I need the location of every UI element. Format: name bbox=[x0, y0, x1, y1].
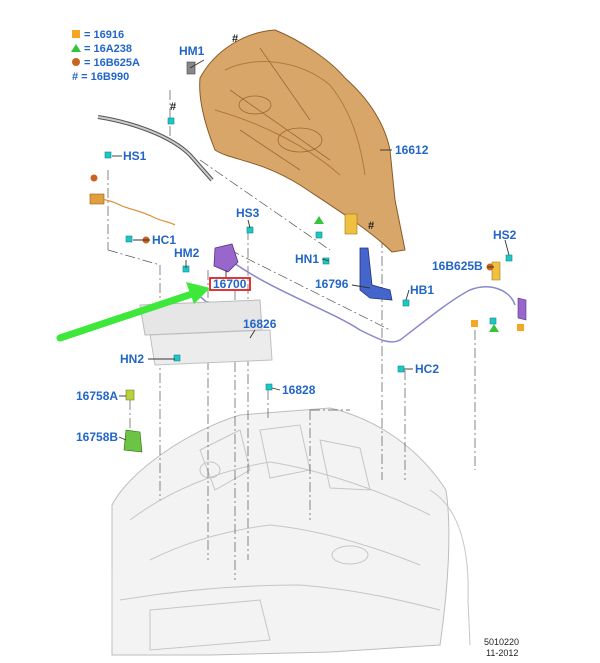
clip-icon bbox=[265, 383, 273, 391]
square-marker-icon bbox=[517, 324, 524, 331]
legend-circle-icon bbox=[72, 58, 80, 66]
pointer-arrow bbox=[56, 282, 210, 342]
svg-text:#: # bbox=[368, 220, 374, 232]
legend-item-16B625A: = 16B625A bbox=[84, 57, 140, 69]
arrow-shaft bbox=[56, 288, 202, 342]
part-labels: HM1 16612 HS1 HC1 HS3 HM2 16700 16826 HN… bbox=[76, 44, 517, 444]
legend-square-icon bbox=[72, 30, 80, 38]
triangle-marker-icon bbox=[314, 216, 324, 224]
legend-triangle-icon bbox=[71, 44, 81, 52]
label-hm1: HM1 bbox=[179, 44, 205, 58]
clip-icon bbox=[402, 299, 410, 307]
svg-text:#: # bbox=[170, 101, 176, 113]
legend-item-16916: = 16916 bbox=[84, 29, 124, 41]
label-hs3: HS3 bbox=[236, 206, 260, 220]
clip-icon bbox=[167, 117, 175, 125]
svg-text:#: # bbox=[232, 33, 238, 45]
label-hs1: HS1 bbox=[123, 149, 147, 163]
legend-item-16A238: = 16A238 bbox=[84, 43, 132, 55]
label-hb1: HB1 bbox=[410, 283, 434, 297]
clip-icon bbox=[125, 235, 133, 243]
arrow-head-icon bbox=[186, 282, 210, 304]
label-16828: 16828 bbox=[282, 383, 316, 397]
label-16758a: 16758A bbox=[76, 389, 118, 403]
clip-icon bbox=[489, 317, 497, 325]
label-16700: 16700 bbox=[213, 277, 247, 291]
callout-leaders bbox=[112, 59, 510, 441]
label-hm2: HM2 bbox=[174, 246, 200, 260]
legend: = 16916 = 16A238 = 16B625A # = 16B990 bbox=[71, 29, 140, 83]
hood-panel bbox=[199, 29, 406, 253]
clip-icon bbox=[104, 151, 112, 159]
label-hs2: HS2 bbox=[493, 228, 517, 242]
label-hn1: HN1 bbox=[295, 252, 319, 266]
vehicle-body-shape bbox=[111, 407, 450, 656]
vehicle-front-illustration bbox=[111, 407, 471, 656]
release-handle bbox=[491, 261, 501, 281]
diagram-code: 5010220 bbox=[484, 637, 519, 647]
hood-seal-strip bbox=[97, 115, 214, 182]
highlight-box bbox=[209, 277, 251, 291]
triangle-marker-icon bbox=[489, 324, 499, 332]
clip-icon bbox=[315, 231, 323, 239]
legend-item-16B990: # = 16B990 bbox=[72, 71, 129, 83]
clip-icon bbox=[397, 365, 405, 373]
label-16796: 16796 bbox=[315, 277, 349, 291]
hood-latch bbox=[213, 243, 239, 273]
bolt-icon bbox=[186, 61, 196, 75]
hinge-bracket bbox=[344, 213, 358, 235]
diagram-date: 11-2012 bbox=[486, 648, 518, 658]
label-16b625b: 16B625B bbox=[432, 259, 483, 273]
label-16612: 16612 bbox=[395, 143, 429, 157]
square-marker-icon bbox=[471, 320, 478, 327]
label-hc2: HC2 bbox=[415, 362, 439, 376]
clip-icon bbox=[173, 354, 181, 362]
hood-hinge bbox=[359, 247, 393, 301]
hood-release-cable bbox=[229, 259, 516, 343]
hood-prop-rod bbox=[91, 198, 176, 226]
hood-bumper-lower bbox=[123, 429, 143, 453]
label-hn2: HN2 bbox=[120, 352, 144, 366]
fastener-clips bbox=[104, 61, 513, 391]
label-16758b: 16758B bbox=[76, 430, 118, 444]
circle-marker-icon bbox=[90, 174, 98, 182]
label-16826: 16826 bbox=[243, 317, 277, 331]
clip-icon bbox=[505, 254, 513, 262]
label-hc1: HC1 bbox=[152, 233, 176, 247]
hood-bumper-upper bbox=[125, 389, 135, 401]
